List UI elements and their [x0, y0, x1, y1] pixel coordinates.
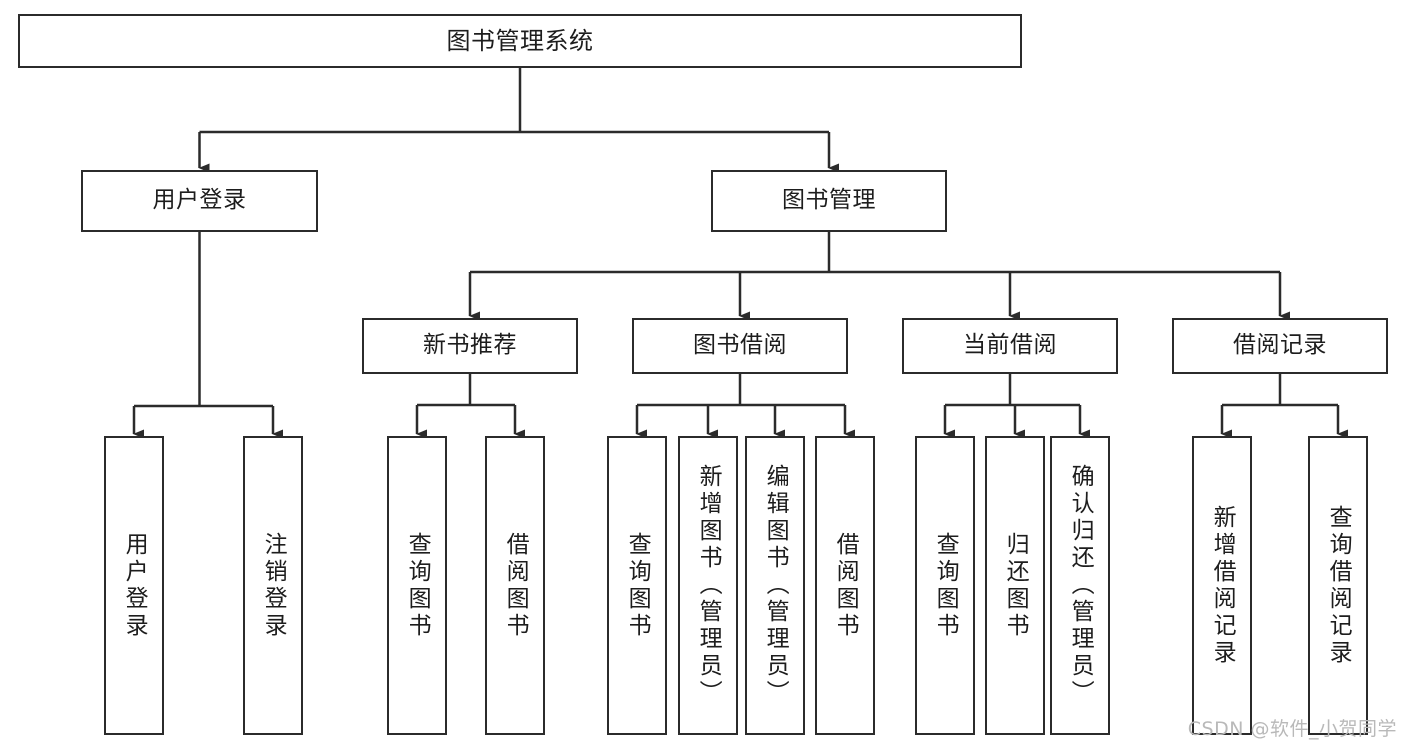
node-leaf-add-record[interactable]: 新增借阅记录	[1192, 436, 1252, 735]
node-leaf-add-book[interactable]: 新增图书（管理员）	[678, 436, 738, 735]
node-label: 查询借阅记录	[1325, 504, 1352, 667]
node-book-manage[interactable]: 图书管理	[711, 170, 947, 232]
node-leaf-query-book-borrow[interactable]: 查询图书	[607, 436, 667, 735]
node-leaf-return-book[interactable]: 归还图书	[985, 436, 1045, 735]
node-new-book-rec[interactable]: 新书推荐	[362, 318, 578, 374]
node-label: 当前借阅	[963, 332, 1057, 359]
node-label: 新增借阅记录	[1209, 504, 1236, 667]
node-label: 借阅记录	[1233, 332, 1327, 359]
node-leaf-edit-book[interactable]: 编辑图书（管理员）	[745, 436, 805, 735]
node-borrow-record[interactable]: 借阅记录	[1172, 318, 1388, 374]
node-leaf-query-book-cur[interactable]: 查询图书	[915, 436, 975, 735]
node-label: 注销登录	[260, 531, 287, 640]
node-book-borrow[interactable]: 图书借阅	[632, 318, 848, 374]
csdn-watermark: CSDN @软件_小贺同学	[1187, 718, 1397, 740]
node-label: 图书管理	[782, 187, 876, 214]
node-root-system[interactable]: 图书管理系统	[18, 14, 1022, 68]
node-user-login[interactable]: 用户登录	[81, 170, 318, 232]
node-label: 查询图书	[404, 531, 431, 640]
node-label: 借阅图书	[832, 531, 859, 640]
node-leaf-query-book-rec[interactable]: 查询图书	[387, 436, 447, 735]
node-label: 图书借阅	[693, 332, 787, 359]
node-label: 查询图书	[624, 531, 651, 640]
node-label: 确认归还（管理员）	[1067, 464, 1094, 707]
node-label: 编辑图书（管理员）	[762, 464, 789, 707]
node-label: 查询图书	[932, 531, 959, 640]
node-label: 用户登录	[152, 187, 247, 214]
node-label: 用户登录	[121, 531, 148, 640]
node-leaf-user-login[interactable]: 用户登录	[104, 436, 164, 735]
node-leaf-borrow-book-rec[interactable]: 借阅图书	[485, 436, 545, 735]
node-leaf-borrow-book[interactable]: 借阅图书	[815, 436, 875, 735]
node-label: 借阅图书	[502, 531, 529, 640]
node-label: 图书管理系统	[446, 26, 594, 55]
node-current-borrow[interactable]: 当前借阅	[902, 318, 1118, 374]
node-leaf-confirm-return[interactable]: 确认归还（管理员）	[1050, 436, 1110, 735]
node-leaf-logout[interactable]: 注销登录	[243, 436, 303, 735]
node-leaf-query-record[interactable]: 查询借阅记录	[1308, 436, 1368, 735]
node-label: 归还图书	[1002, 531, 1029, 640]
node-label: 新书推荐	[423, 332, 517, 359]
node-label: 新增图书（管理员）	[695, 464, 722, 707]
